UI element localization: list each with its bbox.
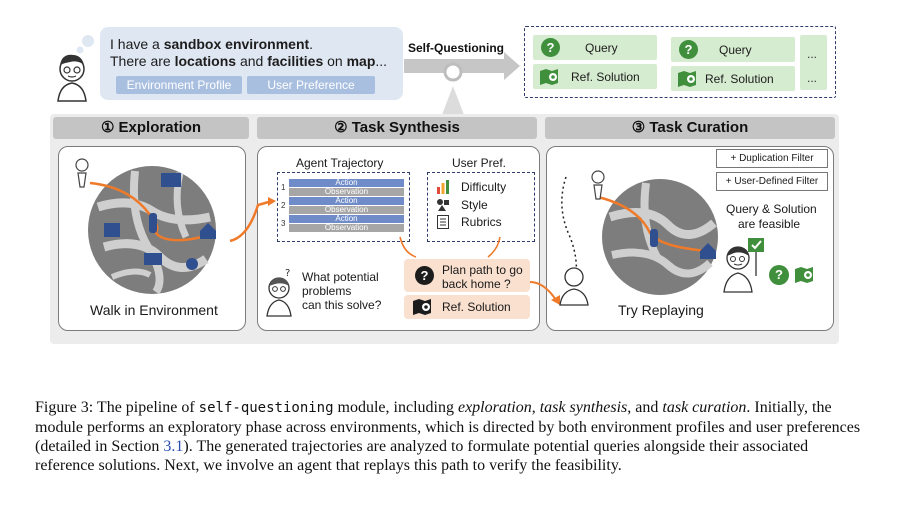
- self-questioning-arrow: [404, 52, 520, 120]
- flow-arrow-1: [229, 197, 276, 243]
- replay-map: [559, 170, 718, 306]
- question-icon: ?: [679, 40, 698, 59]
- question-line-1: What potential: [302, 270, 379, 284]
- ellipsis-cell: ... ...: [800, 35, 827, 90]
- map-pin-icon: [540, 69, 558, 85]
- checklist-icon: [437, 215, 449, 229]
- feasible-line-1: Query & Solution: [726, 202, 817, 216]
- generated-tasks-box: [524, 26, 836, 98]
- pref-difficulty: Difficulty: [461, 180, 507, 194]
- bubble-line-2: There are locations and facilities on ma…: [110, 53, 388, 69]
- user-defined-filter-tag: + User-Defined Filter: [716, 172, 828, 191]
- plan-line-2: back home ?: [442, 277, 511, 291]
- user-avatar-icon: [57, 35, 94, 102]
- action-bar: Action: [289, 197, 404, 205]
- bar-chart-icon: [437, 180, 449, 194]
- question-line-3: can this solve?: [302, 298, 382, 312]
- step-number: 2: [281, 201, 286, 210]
- step-number: 3: [281, 219, 286, 228]
- step-number: 1: [281, 183, 286, 192]
- duplication-filter-tag: + Duplication Filter: [716, 149, 828, 168]
- pref-style: Style: [461, 198, 488, 212]
- approving-person-icon: [723, 238, 764, 293]
- observation-bar: Observation: [289, 206, 404, 214]
- ref-solution-cell-1: Ref. Solution: [533, 64, 657, 89]
- agent-trajectory-title: Agent Trajectory: [296, 156, 384, 170]
- map-pin-icon: [413, 299, 431, 315]
- map-pin-icon: [795, 267, 813, 283]
- try-replaying-caption: Try Replaying: [618, 302, 704, 318]
- synthesis-arrows: [399, 236, 501, 258]
- question-line-2: problems: [302, 284, 352, 298]
- query-cell-1: ? Query: [533, 35, 657, 60]
- flow-arrow-2: [529, 281, 560, 305]
- exploration-header: ① Exploration: [53, 117, 249, 139]
- action-bar: Action: [289, 215, 404, 223]
- self-questioning-label: Self-Questioning: [408, 41, 504, 55]
- figure-caption: Figure 3: The pipeline of self-questioni…: [35, 399, 861, 474]
- user-pref-title: User Pref.: [452, 156, 507, 170]
- question-icon: ?: [415, 266, 434, 285]
- observation-bar: Observation: [289, 188, 404, 196]
- environment-profile-tag: Environment Profile: [116, 76, 242, 94]
- shapes-icon: [437, 199, 449, 211]
- map-pin-icon: [678, 71, 696, 87]
- question-icon: ?: [541, 38, 560, 57]
- user-pref-box: [427, 172, 535, 242]
- agent-trajectory-box: [277, 172, 410, 242]
- query-cell-2: ? Query: [671, 37, 795, 62]
- walk-caption: Walk in Environment: [90, 302, 218, 318]
- section-link[interactable]: 3.1: [163, 438, 184, 455]
- plan-line-1: Plan path to go: [442, 263, 523, 277]
- bubble-line-1: I have a sandbox environment.: [110, 36, 314, 52]
- ref-solution-label: Ref. Solution: [442, 300, 511, 314]
- observation-bar: Observation: [289, 224, 404, 232]
- task-synthesis-header: ② Task Synthesis: [257, 117, 537, 139]
- user-preference-tag: User Preference: [247, 76, 375, 94]
- thinking-person-icon: ?: [266, 268, 292, 317]
- pref-rubrics: Rubrics: [461, 215, 502, 229]
- task-curation-header: ③ Task Curation: [545, 117, 835, 139]
- ref-solution-cell-2: Ref. Solution: [671, 66, 795, 91]
- svg-text:?: ?: [285, 268, 290, 279]
- environment-map: [75, 158, 216, 295]
- question-icon: ?: [769, 265, 789, 285]
- action-bar: Action: [289, 179, 404, 187]
- feasible-line-2: are feasible: [738, 217, 801, 231]
